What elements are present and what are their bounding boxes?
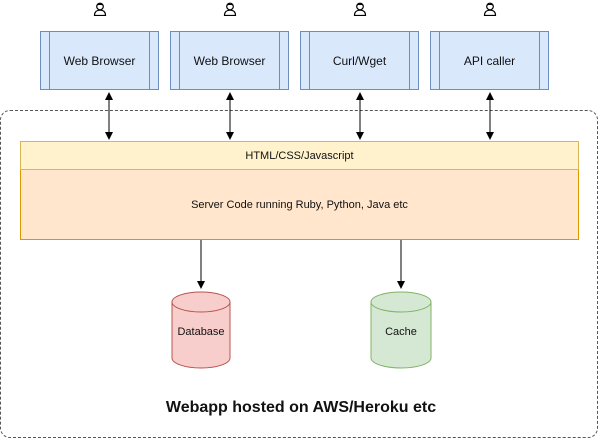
- process-bar: [309, 31, 310, 90]
- client-label: Web Browser: [63, 53, 136, 68]
- user-icon: [483, 2, 497, 16]
- hosting-container: [0, 110, 598, 438]
- database-cylinder: Database: [171, 291, 231, 369]
- process-bar: [49, 31, 50, 90]
- client-box-web-browser-1: Web Browser: [40, 31, 159, 90]
- process-bar: [279, 31, 280, 90]
- server-layer: Server Code running Ruby, Python, Java e…: [20, 170, 579, 240]
- user-icon: [223, 2, 237, 16]
- client-box-web-browser-2: Web Browser: [170, 31, 289, 90]
- cache-label: Cache: [385, 326, 417, 338]
- process-bar: [409, 31, 410, 90]
- process-bar: [439, 31, 440, 90]
- client-label: Web Browser: [193, 53, 266, 68]
- frontend-layer-label: HTML/CSS/Javascript: [245, 149, 354, 162]
- client-label: API caller: [463, 53, 516, 68]
- frontend-layer: HTML/CSS/Javascript: [20, 141, 579, 170]
- client-box-api-caller: API caller: [430, 31, 549, 90]
- database-label: Database: [177, 326, 224, 338]
- client-box-curl-wget: Curl/Wget: [300, 31, 419, 90]
- user-icon: [93, 2, 107, 16]
- cache-cylinder: Cache: [370, 291, 432, 369]
- server-layer-label: Server Code running Ruby, Python, Java e…: [191, 198, 408, 211]
- user-icon: [353, 2, 367, 16]
- process-bar: [539, 31, 540, 90]
- container-title: Webapp hosted on AWS/Heroku etc: [165, 399, 437, 416]
- process-bar: [149, 31, 150, 90]
- client-label: Curl/Wget: [332, 53, 387, 68]
- process-bar: [179, 31, 180, 90]
